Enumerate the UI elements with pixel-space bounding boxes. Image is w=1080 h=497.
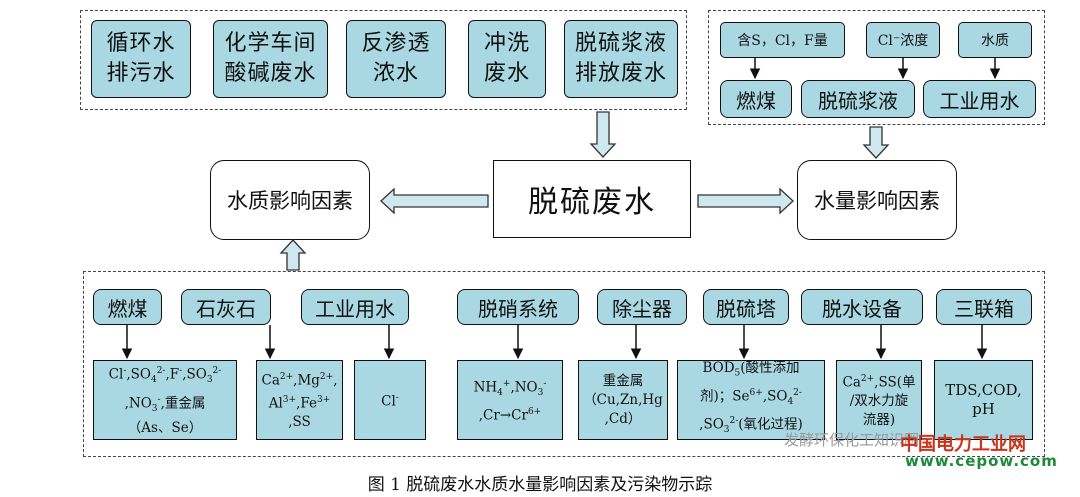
source-box-4-line2: 废水 <box>483 61 530 86</box>
pollutant-box-triple-tank: TDS,COD,pH <box>934 360 1033 440</box>
pollutant-box-dust-collector: 重金属（Cu,Zn,Hg,Cd） <box>578 360 668 440</box>
source-box-3: 反渗透浓水 <box>346 20 446 98</box>
watermark-source: 发酵环保化工知识圈 <box>784 429 919 450</box>
quantity-top-label-1: 含S，Cl，F量 <box>737 33 828 49</box>
category-box-6: 脱硫塔 <box>703 289 789 325</box>
source-box-5-line2: 排放废水 <box>574 61 667 86</box>
category-box-2: 石灰石 <box>181 289 271 325</box>
category-label-1: 燃煤 <box>107 296 148 321</box>
block-arrow-sources-down <box>589 111 617 158</box>
source-box-1-line2: 排污水 <box>106 61 176 86</box>
category-box-7: 脱水设备 <box>801 289 923 325</box>
quantity-bottom-label-1: 燃煤 <box>736 88 776 113</box>
source-box-2-line2: 酸碱废水 <box>224 61 317 86</box>
category-box-1: 燃煤 <box>93 289 162 325</box>
block-arrow-to-right <box>697 187 794 215</box>
quantity-top-box-3: 水质 <box>958 22 1032 58</box>
quantity-group <box>708 10 1045 125</box>
watermark-brand-text: 中国电力工业网 <box>900 434 1026 455</box>
quantity-top-box-2: Cl⁻浓度 <box>866 22 940 58</box>
pollutant-box-coal: Cl-,SO42-,F-,SO32-,NO3-,重金属（As、Se） <box>93 360 237 440</box>
quantity-factors-node: 水量影响因素 <box>797 160 957 240</box>
source-box-5-line1: 脱硫浆液 <box>574 31 667 56</box>
quantity-top-box-1: 含S，Cl，F量 <box>720 22 845 58</box>
category-label-8: 三联箱 <box>954 296 1014 321</box>
block-arrow-quality-up <box>279 239 307 271</box>
watermark-url-text: www.cepow.com <box>905 452 1058 470</box>
quantity-top-label-2: Cl⁻浓度 <box>877 33 929 49</box>
figure-caption: 图 1 脱硫废水水质水量影响因素及污染物示踪 <box>0 470 1080 495</box>
quantity-bottom-box-2: 脱硫浆液 <box>801 80 915 118</box>
category-label-5: 除尘器 <box>612 296 672 321</box>
watermark-source-text: 发酵环保化工知识圈 <box>784 431 920 449</box>
quantity-bottom-box-3: 工业用水 <box>923 80 1036 118</box>
source-box-4-line1: 冲洗 <box>483 31 530 56</box>
category-label-7: 脱水设备 <box>822 296 902 321</box>
pollutant-box-limestone: Ca2+,Mg2+,Al3+,Fe3+,SS <box>256 360 343 440</box>
source-box-2-line1: 化学车间 <box>224 31 317 56</box>
category-box-3: 工业用水 <box>301 289 409 325</box>
source-box-5: 脱硫浆液排放废水 <box>564 20 678 98</box>
category-label-4: 脱硝系统 <box>478 296 558 321</box>
category-box-8: 三联箱 <box>936 289 1032 325</box>
category-box-4: 脱硝系统 <box>457 289 579 325</box>
category-label-2: 石灰石 <box>196 296 256 321</box>
quality-group <box>83 271 1045 457</box>
quantity-bottom-label-2: 脱硫浆液 <box>818 88 898 113</box>
pollutant-box-dewatering: Ca2+,SS(单/双水力旋流器) <box>836 360 922 440</box>
pollutant-box-desulfurization-tower: BOD5(酸性添加剂)；Se6+,SO42-,SO32-(氧化过程) <box>677 360 825 440</box>
source-box-1: 循环水排污水 <box>91 20 191 98</box>
category-label-6: 脱硫塔 <box>716 296 776 321</box>
quantity-bottom-box-1: 燃煤 <box>720 80 792 118</box>
quality-factors-node: 水质影响因素 <box>210 160 370 240</box>
quality-factors-label: 水质影响因素 <box>227 189 353 213</box>
figure-caption-text: 图 1 脱硫废水水质水量影响因素及污染物示踪 <box>367 475 713 495</box>
source-box-2: 化学车间酸碱废水 <box>213 20 328 98</box>
quantity-top-label-3: 水质 <box>981 33 1009 49</box>
main-node-label: 脱硫废水 <box>528 185 656 220</box>
source-box-3-line2: 浓水 <box>372 61 419 86</box>
watermark-brand: 中国电力工业网 <box>900 430 1026 456</box>
source-box-3-line1: 反渗透 <box>361 31 431 56</box>
sources-group <box>80 10 687 110</box>
category-box-5: 除尘器 <box>597 289 687 325</box>
source-box-4: 冲洗废水 <box>468 20 546 98</box>
quantity-factors-label: 水量影响因素 <box>814 189 940 213</box>
block-arrow-quantity-down <box>862 126 890 159</box>
pollutant-box-industrial-water: Cl- <box>354 360 426 440</box>
main-node: 脱硫废水 <box>493 160 691 238</box>
watermark-url: www.cepow.com <box>905 452 1058 470</box>
pollutant-box-denitration: NH4+,NO3-,Cr→Cr6+ <box>457 360 563 440</box>
quantity-bottom-label-3: 工业用水 <box>939 88 1020 113</box>
source-box-1-line1: 循环水 <box>106 31 176 56</box>
block-arrow-to-left <box>380 187 489 215</box>
category-label-3: 工业用水 <box>315 296 395 321</box>
